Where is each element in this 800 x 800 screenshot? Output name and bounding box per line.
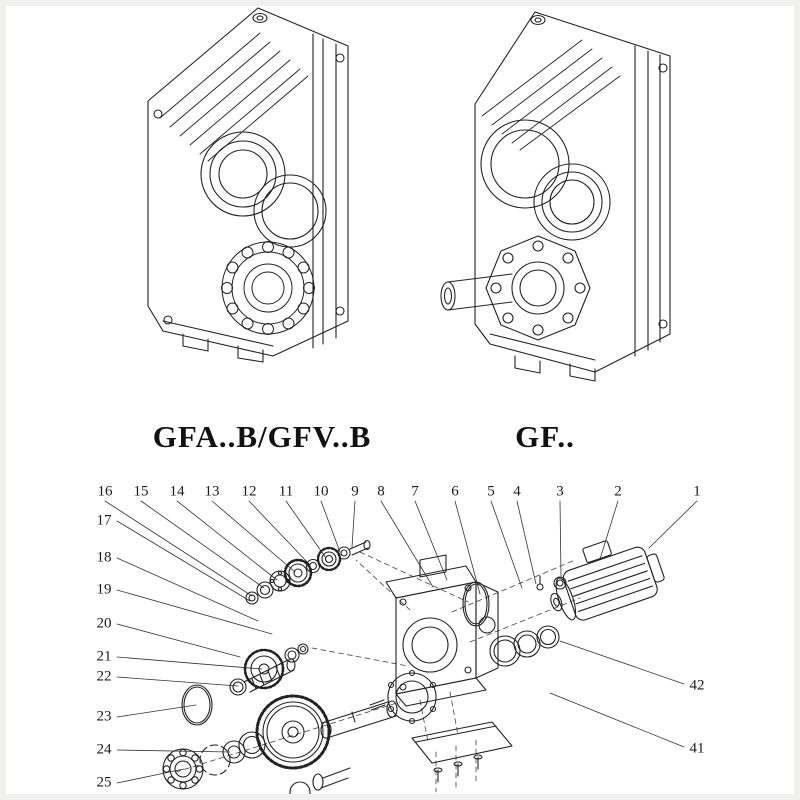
part-callout-20: 20 <box>96 615 112 632</box>
input-bores <box>480 119 611 241</box>
part-callout-24: 24 <box>96 741 112 758</box>
part-callout-7: 7 <box>411 483 419 500</box>
gearbox-drawing-gf <box>440 11 671 382</box>
part-callout-2: 2 <box>614 483 622 500</box>
exploded-view <box>104 500 698 800</box>
part-callout-42: 42 <box>689 677 705 694</box>
part-callout-21: 21 <box>96 648 112 665</box>
part-callout-22: 22 <box>96 668 112 685</box>
upper-parts-cluster <box>245 539 371 605</box>
part-callout-5: 5 <box>487 483 495 500</box>
part-callout-13: 13 <box>204 483 220 500</box>
gearbox-drawing-gfab <box>147 7 349 363</box>
part-callout-10: 10 <box>313 483 329 500</box>
output-shaft <box>440 273 513 311</box>
leader-lines-top <box>104 500 698 597</box>
part-callout-6: 6 <box>451 483 459 500</box>
part-callout-14: 14 <box>169 483 185 500</box>
part-callout-41: 41 <box>689 740 705 757</box>
retaining-ring <box>181 684 213 726</box>
cover-plate <box>411 721 513 783</box>
part-callout-9: 9 <box>351 483 359 500</box>
part-callout-18: 18 <box>96 549 112 566</box>
model-label-right: GF.. <box>515 419 575 454</box>
part-callout-17: 17 <box>96 512 112 529</box>
part-callout-12: 12 <box>241 483 257 500</box>
gear-housing <box>385 554 499 725</box>
model-label-left: GFA..B/GFV..B <box>152 419 372 454</box>
leader-lines-left <box>116 520 273 784</box>
ring-parts-cluster <box>462 575 567 667</box>
part-callout-15: 15 <box>133 483 149 500</box>
motor <box>550 540 665 621</box>
leader-lines-right <box>549 640 685 748</box>
intermediate-parts-cluster <box>229 643 309 696</box>
output-flange <box>485 235 591 341</box>
bottom-cut-parts <box>289 767 351 800</box>
part-callout-19: 19 <box>96 581 112 598</box>
part-callout-11: 11 <box>278 483 294 500</box>
assembly-axes <box>175 551 581 793</box>
cooling-fins <box>481 39 621 151</box>
part-callout-16: 16 <box>97 483 113 500</box>
output-bearing <box>221 241 315 335</box>
part-callout-8: 8 <box>377 483 385 500</box>
part-callout-25: 25 <box>96 774 112 791</box>
input-bores <box>200 131 327 248</box>
part-callout-4: 4 <box>513 483 521 500</box>
part-callout-3: 3 <box>556 483 564 500</box>
part-callout-23: 23 <box>96 708 112 725</box>
part-callout-1: 1 <box>693 483 701 500</box>
output-parts-cluster <box>162 694 398 790</box>
